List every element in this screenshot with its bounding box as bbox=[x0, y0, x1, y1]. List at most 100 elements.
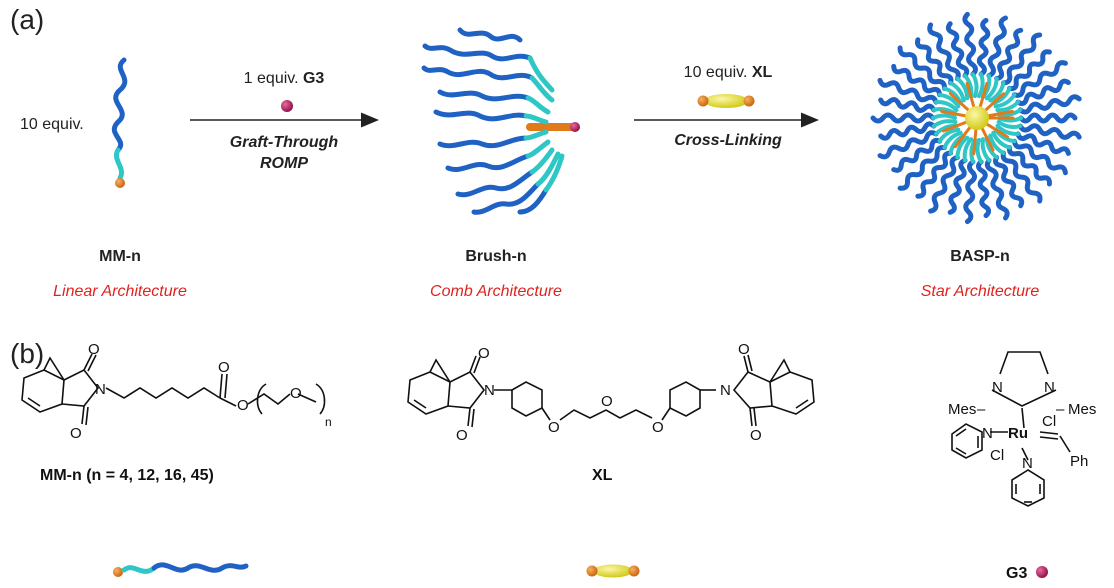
star-arm bbox=[927, 22, 961, 82]
step2-reagent: 10 equiv. XL bbox=[618, 64, 838, 82]
star-arm bbox=[976, 159, 992, 219]
g3-atom-n4: N bbox=[1022, 455, 1033, 472]
star-arm bbox=[945, 21, 970, 79]
g3-structure-label: G3 bbox=[1006, 565, 1027, 582]
star-arm bbox=[928, 154, 960, 214]
star-arm bbox=[897, 144, 947, 191]
star-inner-segment bbox=[993, 92, 1017, 109]
species-name-mm: MM-n bbox=[99, 248, 141, 265]
mm-subscript-n: n bbox=[325, 415, 332, 429]
star-inner-segment bbox=[931, 119, 958, 129]
mm-structure bbox=[21, 353, 326, 426]
star-arm bbox=[993, 154, 1025, 209]
star-arm bbox=[1018, 112, 1078, 124]
star-arm bbox=[877, 77, 939, 105]
species-architecture-brush: Comb Architecture bbox=[430, 283, 562, 300]
star-arm bbox=[870, 112, 936, 124]
step1-reagent-name: G3 bbox=[302, 70, 325, 87]
star-arm bbox=[891, 137, 943, 173]
step2-reagent-name: XL bbox=[751, 64, 773, 81]
panel-label-b: (b) bbox=[10, 338, 45, 369]
star-inner-segment bbox=[937, 127, 961, 144]
star-arm bbox=[1017, 94, 1082, 115]
panel-label-a: (a) bbox=[10, 4, 45, 35]
xl-atom-n1: N bbox=[484, 382, 495, 399]
star-arm bbox=[994, 27, 1024, 82]
scheme-graphics bbox=[111, 11, 1082, 225]
star-inner-segment bbox=[995, 123, 1020, 136]
star-arm bbox=[897, 45, 947, 91]
xl-atom-o7: O bbox=[750, 427, 762, 444]
star-inner-segment bbox=[955, 76, 970, 101]
xl-structure-label: XL bbox=[592, 467, 613, 484]
macromonomer-equiv: 10 equiv. bbox=[20, 116, 84, 133]
star-arm bbox=[947, 157, 968, 215]
xl-atom-o3: O bbox=[548, 419, 560, 436]
mm-atom-o3: O bbox=[218, 359, 230, 376]
star-arm bbox=[914, 37, 954, 86]
star-inner-segment bbox=[988, 133, 1006, 156]
step1-conditions-line1: Graft-Through bbox=[229, 134, 339, 151]
xl-atom-o4: O bbox=[601, 393, 613, 410]
star-inner-segment bbox=[995, 100, 1020, 113]
star-inner-segment bbox=[984, 76, 999, 101]
star-arm bbox=[1011, 60, 1068, 98]
crosslinker-icon bbox=[697, 94, 755, 108]
g3-catalyst-icon bbox=[281, 100, 293, 112]
g3-atom-n1: N bbox=[992, 379, 1003, 396]
star-arm bbox=[878, 121, 937, 141]
step1-conditions: Graft-Through ROMP bbox=[174, 132, 394, 174]
g3-mes-right: Mes bbox=[1068, 401, 1096, 418]
star-inner-segment bbox=[996, 120, 1023, 129]
star-polymer-graphic bbox=[870, 11, 1082, 225]
g3-atom-ru: Ru bbox=[1008, 425, 1028, 442]
star-arm bbox=[1015, 78, 1071, 107]
star-arm bbox=[1017, 123, 1082, 140]
star-arm bbox=[976, 17, 991, 77]
star-inner-segment bbox=[980, 137, 991, 163]
mm-atom-n: N bbox=[95, 381, 106, 398]
species-architecture-basp: Star Architecture bbox=[920, 283, 1040, 300]
mm-atom-o4: O bbox=[237, 397, 249, 414]
star-arm bbox=[1011, 138, 1068, 176]
g3-structure bbox=[951, 351, 1071, 507]
xl-atom-n2: N bbox=[720, 382, 731, 399]
star-arm bbox=[1000, 150, 1043, 204]
star-arm bbox=[877, 130, 939, 160]
g3-mes-left: Mes bbox=[948, 401, 976, 418]
step2-conditions: Cross-Linking bbox=[674, 132, 782, 149]
step1-reagent: 1 equiv. G3 bbox=[174, 70, 394, 88]
g3-atom-n2: N bbox=[1044, 379, 1055, 396]
star-inner-segment bbox=[988, 80, 1006, 103]
star-arm bbox=[984, 157, 1010, 221]
star-inner-segment bbox=[955, 135, 970, 160]
xl-atom-o2: O bbox=[456, 427, 468, 444]
star-arm bbox=[1006, 145, 1052, 187]
step1-conditions-line2: ROMP bbox=[260, 155, 308, 172]
star-arm bbox=[915, 150, 953, 199]
species-architecture-mm: Linear Architecture bbox=[53, 283, 187, 300]
step2-reagent-amount: 10 equiv. bbox=[683, 64, 748, 81]
mm-atom-o2: O bbox=[70, 425, 82, 442]
g3-dash-left: – bbox=[977, 401, 986, 418]
mm-atom-o5: O bbox=[290, 385, 302, 402]
star-inner-segment bbox=[977, 72, 985, 99]
g3-dash-right: – bbox=[1056, 401, 1065, 418]
star-arm bbox=[986, 15, 1008, 79]
g3-icon bbox=[1036, 566, 1048, 578]
mm-atom-o1: O bbox=[88, 341, 100, 358]
structures-graphics: O O N O O O n MM-n (n = 4, 12, 16, 45) bbox=[21, 341, 1096, 582]
xl-atom-o6: O bbox=[738, 341, 750, 358]
star-arm bbox=[878, 96, 937, 113]
linear-macromonomer-graphic bbox=[111, 57, 128, 188]
star-arm bbox=[963, 159, 978, 225]
g3-atom-n3: N bbox=[982, 425, 993, 442]
star-inner-segment bbox=[942, 130, 963, 150]
star-arm bbox=[962, 11, 978, 77]
xl-structure bbox=[407, 354, 815, 428]
star-arm bbox=[891, 63, 943, 98]
star-inner-segment bbox=[948, 80, 966, 103]
mm-icon bbox=[113, 562, 249, 577]
g3-cl-top: Cl bbox=[1042, 413, 1056, 430]
mm-structure-label: MM-n (n = 4, 12, 16, 45) bbox=[40, 467, 214, 484]
